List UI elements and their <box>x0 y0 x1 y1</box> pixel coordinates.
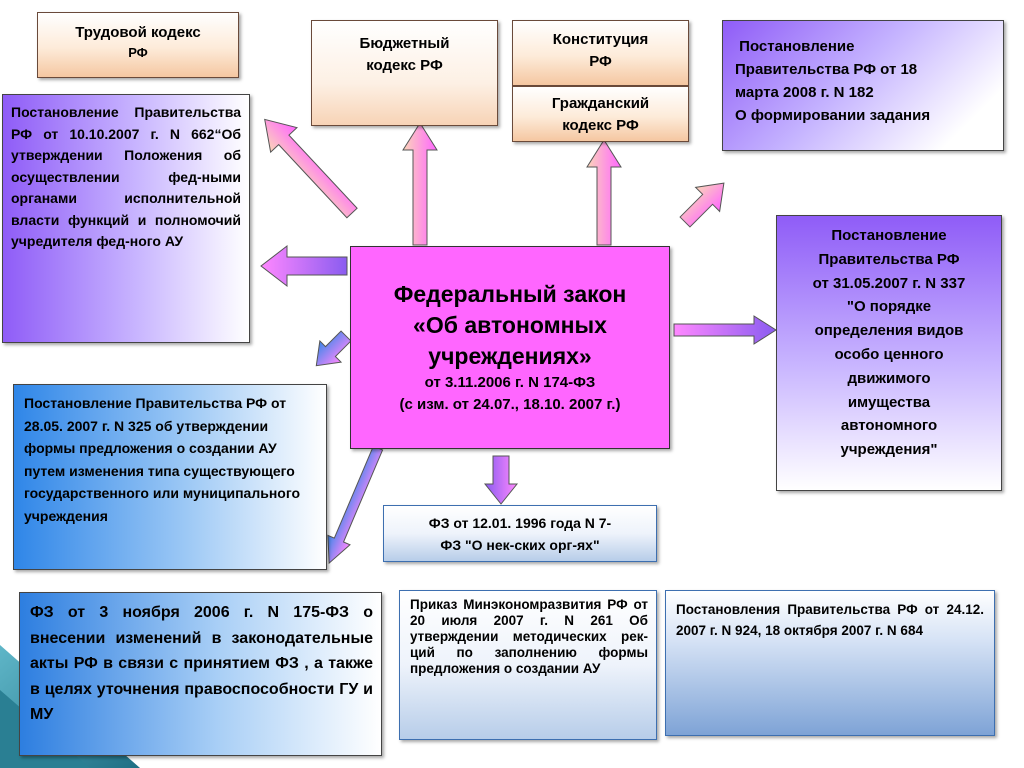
federal-law-date: от 3.11.2006 г. N 174-ФЗ <box>424 374 596 391</box>
labor-code-line-1: Трудовой кодекс <box>75 24 201 41</box>
labor-code-line-2: РФ <box>128 45 148 60</box>
decree-182-line-4: О формировании задания <box>735 107 931 124</box>
decree-662-box: Постановление Правительства РФ от 10.10.… <box>2 94 250 343</box>
constitution-line-1: Конституция <box>552 31 649 48</box>
civil-code-line-1: Гражданский <box>551 95 650 112</box>
federal-law-title-1: Федеральный закон <box>393 281 627 307</box>
fz-175-box: ФЗ от 3 ноября 2006 г. N 175-ФЗ о внесен… <box>19 592 382 756</box>
fz-7-box: ФЗ от 12.01. 1996 года N 7- ФЗ "О нек-ск… <box>383 505 657 562</box>
decree-337-line-10: учреждения" <box>840 441 938 459</box>
order-261-text: Приказ Минэкономразвития РФ от 20 июля 2… <box>410 597 648 676</box>
decree-337-line-7: движимого <box>847 369 931 387</box>
decree-662-text: Постановление Правительства РФ от 10.10.… <box>11 104 241 249</box>
decree-337-line-5: определения видов <box>814 322 964 340</box>
fz-7-line-2: ФЗ "О нек-ских орг-ях" <box>440 537 600 553</box>
arrow-to-civil-code <box>586 139 622 246</box>
decree-182-line-2: Правительства РФ от 18 <box>735 61 918 78</box>
constitution-box: Конституция РФ <box>512 20 689 86</box>
arrow-to-decree-662 <box>264 118 358 219</box>
fz-175-text: ФЗ от 3 ноября 2006 г. N 175-ФЗ о внесен… <box>30 604 373 723</box>
civil-code-box: Гражданский кодекс РФ <box>512 86 689 142</box>
federal-law-174-box: Федеральный закон «Об автономных учрежде… <box>350 246 670 449</box>
arrow-left-to-decree-662 <box>260 244 348 288</box>
arrow-to-budget-code <box>402 122 438 246</box>
decree-337-line-4: "О порядке <box>846 298 932 316</box>
budget-code-line-1: Бюджетный <box>359 35 450 52</box>
decree-325-text: Постановление Правительства РФ от 28.05.… <box>24 395 301 524</box>
federal-law-amendments: (с изм. от 24.07., 18.10. 2007 г.) <box>399 396 621 413</box>
fz-7-line-1: ФЗ от 12.01. 1996 года N 7- <box>428 515 612 531</box>
budget-code-box: Бюджетный кодекс РФ <box>311 20 498 126</box>
arrow-to-decree-182 <box>679 182 725 228</box>
decrees-924-684-text: Постановления Правительства РФ от 24.12.… <box>676 602 984 638</box>
decree-325-box: Постановление Правительства РФ от 28.05.… <box>13 384 327 570</box>
civil-code-line-2: кодекс РФ <box>562 117 639 134</box>
federal-law-title-3: учреждениях» <box>428 343 592 369</box>
decree-337-line-8: имущества <box>847 393 931 411</box>
decree-337-box: Постановление Правительства РФ от 31.05.… <box>776 215 1002 491</box>
constitution-line-2: РФ <box>589 53 612 70</box>
decree-337-line-3: от 31.05.2007 г. N 337 <box>812 274 966 292</box>
decree-337-line-2: Правительства РФ <box>818 250 960 268</box>
decree-337-line-6: особо ценного <box>834 345 944 363</box>
arrow-to-fz-175 <box>327 445 384 565</box>
decree-337-line-1: Постановление <box>831 227 947 244</box>
arrow-right-to-decree-337 <box>673 315 777 345</box>
decree-182-line-3: марта 2008 г. N 182 <box>735 84 874 101</box>
federal-law-title-2: «Об автономных <box>413 312 607 338</box>
labor-code-box: Трудовой кодекс РФ <box>37 12 239 78</box>
decree-182-line-1: Постановление <box>735 38 855 55</box>
order-261-box: Приказ Минэкономразвития РФ от 20 июля 2… <box>399 590 657 740</box>
decrees-924-684-box: Постановления Правительства РФ от 24.12.… <box>665 590 995 736</box>
budget-code-line-2: кодекс РФ <box>366 57 443 74</box>
arrow-to-decree-325 <box>315 330 352 367</box>
arrow-to-fz-7 <box>483 455 519 505</box>
decree-337-line-9: автономного <box>840 417 938 435</box>
decree-182-box: Постановление Правительства РФ от 18 мар… <box>722 20 1004 151</box>
